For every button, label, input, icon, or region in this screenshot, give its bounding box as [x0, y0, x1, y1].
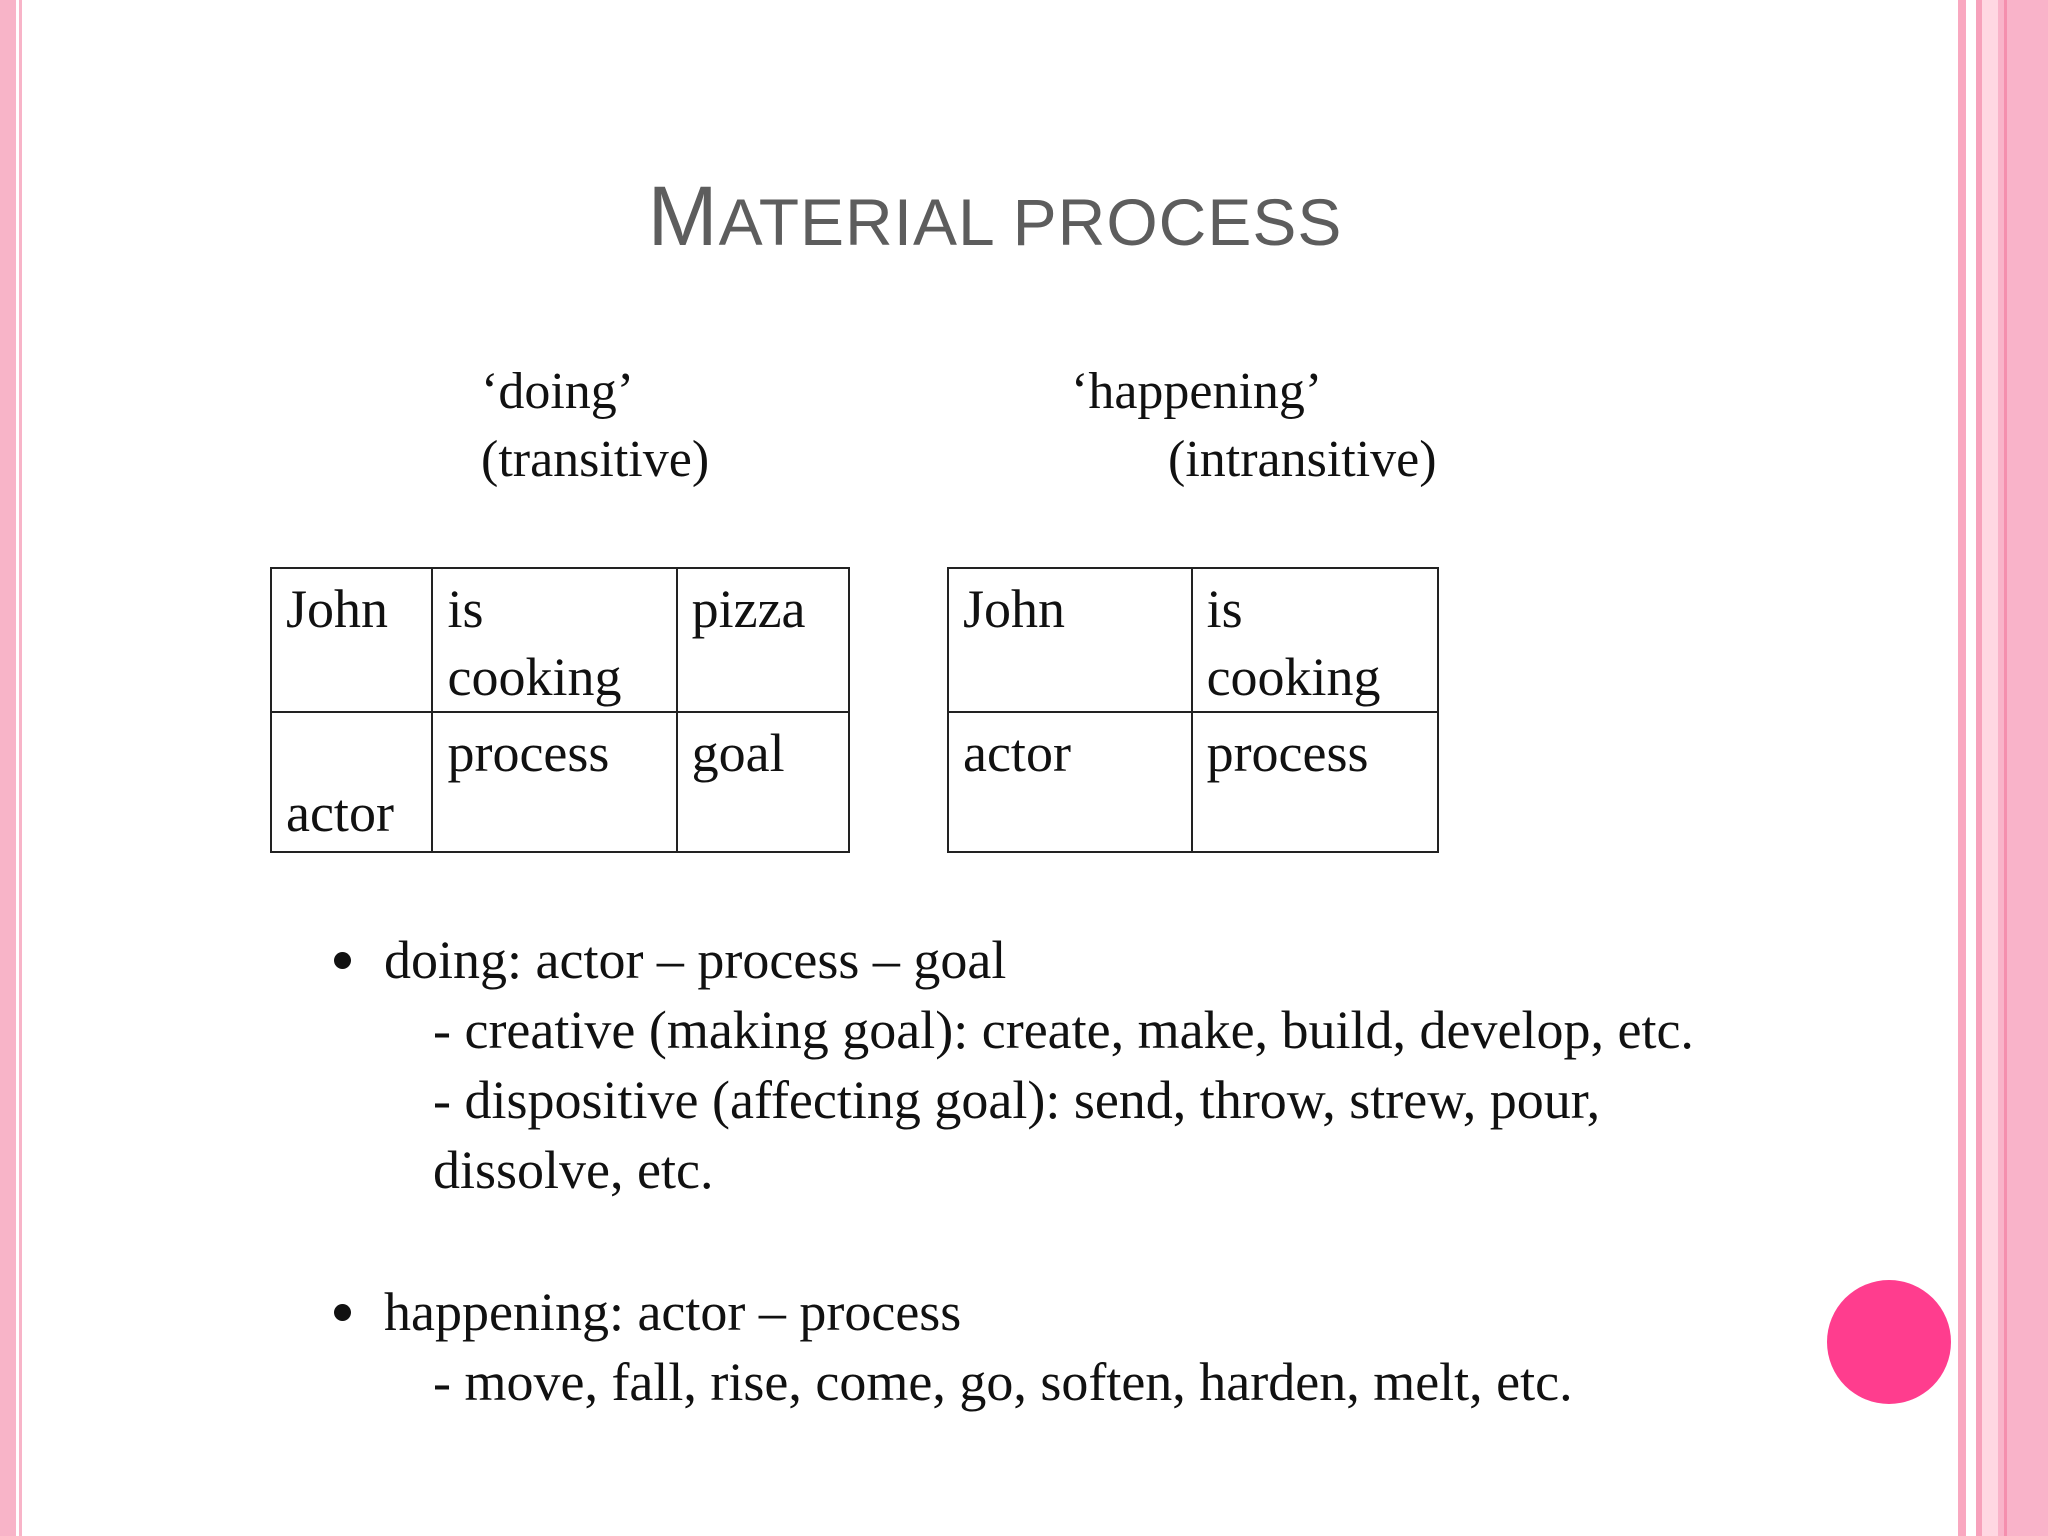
happening-heading: ‘happening’ (intransitive) [1071, 358, 1437, 494]
right-border-gap [1966, 0, 1976, 1536]
doing-heading-line2: (transitive) [481, 431, 710, 488]
table-row: John is cooking pizza [269, 567, 851, 713]
slide-title: MATERIAL PROCESS [0, 168, 1990, 265]
table-cell: actor [269, 711, 434, 853]
sub-item: - dispositive (affecting goal): send, th… [433, 1070, 1601, 1130]
sub-item: dissolve, etc. [433, 1140, 714, 1200]
sub-item: - creative (making goal): create, make, … [433, 1000, 1694, 1060]
table-cell: process [431, 711, 678, 853]
doing-heading-line1: ‘doing’ [481, 363, 635, 420]
table-cell: pizza [675, 567, 851, 713]
doing-bullet-block: doing: actor – process – goal - creative… [334, 925, 1694, 1205]
right-border-gap [1982, 0, 1998, 1536]
bullet-icon [334, 1304, 351, 1321]
table-cell: John [947, 567, 1193, 713]
bullet-text: doing: actor – process – goal [384, 930, 1007, 990]
decorative-circle [1827, 1280, 1951, 1404]
table-row: John is cooking [947, 567, 1440, 713]
table-row: actor process [947, 711, 1440, 853]
table-cell: actor [947, 711, 1193, 853]
table-cell: is cooking [431, 567, 678, 713]
table-cell: John [269, 567, 434, 713]
doing-heading: ‘doing’ (transitive) [481, 358, 709, 494]
left-border-inner-line [16, 0, 19, 1536]
happening-heading-line1: ‘happening’ [1071, 363, 1323, 420]
bullet-text: happening: actor – process [384, 1282, 962, 1342]
list-item: doing: actor – process – goal [334, 925, 1694, 995]
table-cell: is cooking [1190, 567, 1440, 713]
title-initial: M [647, 169, 719, 263]
right-border-line [1958, 0, 1966, 1536]
title-rest: ATERIAL PROCESS [718, 185, 1343, 259]
table-row: actor process goal [269, 711, 851, 853]
table-cell: goal [675, 711, 851, 853]
intransitive-table: John is cooking actor process [947, 567, 1440, 853]
transitive-table: John is cooking pizza actor process goal [269, 567, 851, 853]
list-item: happening: actor – process [334, 1277, 1573, 1347]
sub-item: - move, fall, rise, come, go, soften, ha… [433, 1352, 1573, 1412]
happening-bullet-block: happening: actor – process - move, fall,… [334, 1277, 1573, 1417]
right-border-line [2004, 0, 2007, 1536]
happening-heading-line2: (intransitive) [1168, 431, 1437, 488]
bullet-icon [334, 952, 351, 969]
table-cell: process [1190, 711, 1440, 853]
right-border-line [1976, 0, 1982, 1536]
